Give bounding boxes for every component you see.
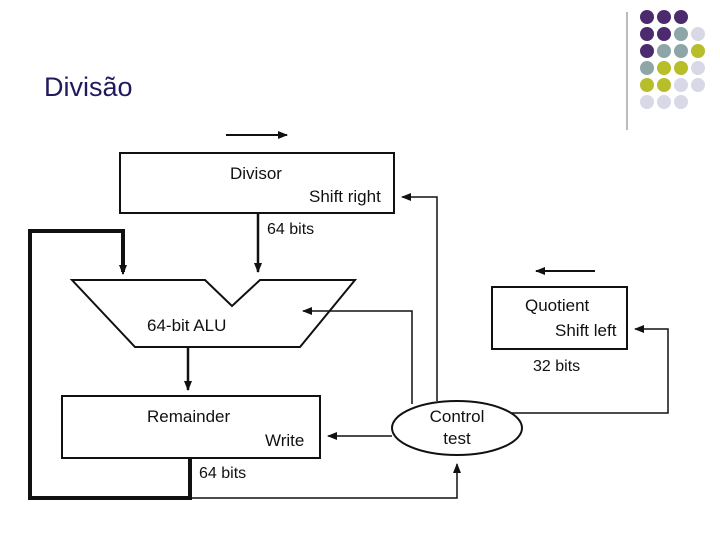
decorative-dot [674, 95, 688, 109]
decorative-dot [657, 10, 671, 24]
remainder-write-label: Write [265, 431, 304, 450]
slide-title: Divisão [44, 72, 133, 102]
remainder-label: Remainder [147, 407, 230, 426]
decorative-dot [674, 78, 688, 92]
alu-shape [69, 279, 358, 348]
control-to-alu-line [302, 307, 413, 404]
decorative-dot [657, 61, 671, 75]
control-label-line1: Control [430, 407, 485, 426]
control-to-divisor-line [401, 193, 438, 401]
decorative-dot [640, 78, 654, 92]
quotient-register [491, 286, 628, 350]
remainder-feedback-path [28, 229, 192, 500]
decorative-dot [657, 27, 671, 41]
decorative-dot [657, 78, 671, 92]
decorative-dot [640, 61, 654, 75]
decorative-dot [657, 44, 671, 58]
quotient-label: Quotient [525, 296, 590, 315]
decorative-dot [674, 27, 688, 41]
control-label-line2: test [443, 429, 471, 448]
decorative-dot [691, 27, 705, 41]
alu-label: 64-bit ALU [147, 316, 226, 335]
decorative-dot [691, 61, 705, 75]
remainder-width-label: 64 bits [199, 465, 246, 482]
decorative-dot [674, 10, 688, 24]
control-to-quotient-line [512, 325, 669, 414]
decorative-dot [691, 44, 705, 58]
decorative-dot [640, 95, 654, 109]
divisor-width-label: 64 bits [267, 221, 314, 238]
decorative-dot [640, 10, 654, 24]
remainder-to-control-line [190, 463, 461, 499]
decorative-dot [691, 78, 705, 92]
decorative-dot [640, 44, 654, 58]
control-test-unit [391, 400, 523, 456]
decorative-dot [657, 95, 671, 109]
decorative-dot [674, 61, 688, 75]
decorative-dot [674, 44, 688, 58]
divisor-label: Divisor [230, 164, 282, 183]
divisor-shift-label: Shift right [309, 187, 381, 206]
decorative-dot [640, 27, 654, 41]
quotient-shift-label: Shift left [555, 321, 617, 340]
remainder-register [61, 395, 321, 459]
quotient-width-label: 32 bits [533, 358, 580, 375]
